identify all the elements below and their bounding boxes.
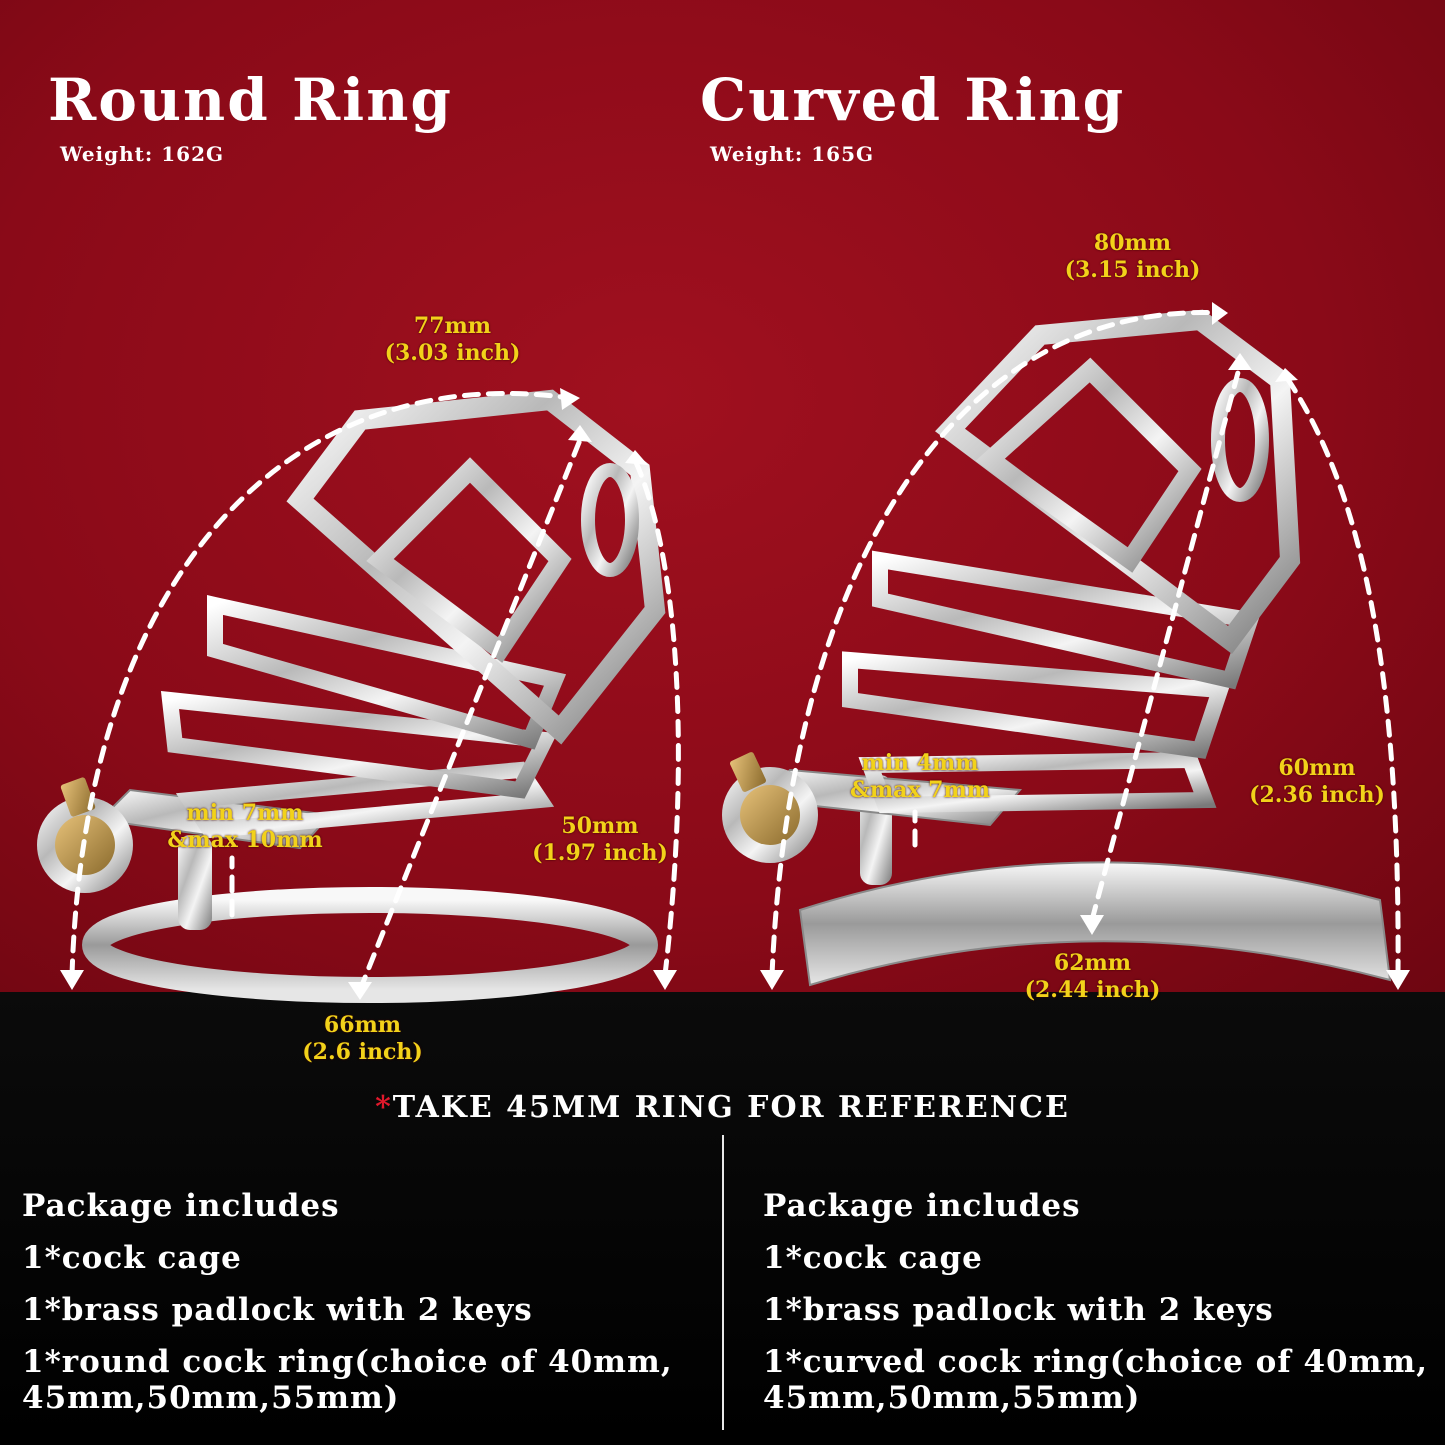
list-item: 1*round cock ring(choice of 40mm, [22,1344,673,1380]
reference-star: * [375,1090,393,1125]
reference-note: *TAKE 45MM RING FOR REFERENCE [0,1090,1445,1125]
reference-text: TAKE 45MM RING FOR REFERENCE [392,1090,1070,1125]
list-item: 45mm,50mm,55mm) [763,1380,1141,1416]
column-divider [722,1135,724,1430]
round-ring-weight: Weight: 162G [60,142,225,166]
arrow-heads [60,302,1410,1000]
list-item: 1*cock cage [22,1240,242,1276]
curved-ring-cage-image [722,309,1392,987]
list-item: 45mm,50mm,55mm) [22,1380,400,1416]
curved-ring-weight: Weight: 165G [710,142,875,166]
list-item: 1*brass padlock with 2 keys [22,1292,533,1328]
round-length-label: 77mm (3.03 inch) [384,313,521,366]
round-package-list: Package includes 1*cock cage 1*brass pad… [22,1180,673,1416]
curved-package-list: Package includes 1*cock cage 1*brass pad… [763,1180,1428,1416]
curved-length-label: 80mm (3.15 inch) [1064,230,1201,283]
round-gap-label: min 7mm &max 10mm [167,800,323,853]
curved-ring-diameter-label: 62mm (2.44 inch) [1024,950,1161,1003]
list-item: 1*cock cage [763,1240,983,1276]
curved-ring-title: Curved Ring [700,66,1126,134]
measurement-arrows [69,310,1401,993]
package-heading: Package includes [763,1188,1081,1224]
list-item: 1*brass padlock with 2 keys [763,1292,1274,1328]
curved-gap-label: min 4mm &max 7mm [849,750,991,803]
round-ring-diameter-label: 66mm (2.6 inch) [302,1012,423,1065]
round-height-label: 50mm (1.97 inch) [532,813,668,866]
list-item: 1*curved cock ring(choice of 40mm, [763,1344,1429,1380]
curved-height-label: 60mm (2.36 inch) [1249,755,1385,808]
round-ring-title: Round Ring [48,66,453,134]
package-heading: Package includes [22,1188,340,1224]
